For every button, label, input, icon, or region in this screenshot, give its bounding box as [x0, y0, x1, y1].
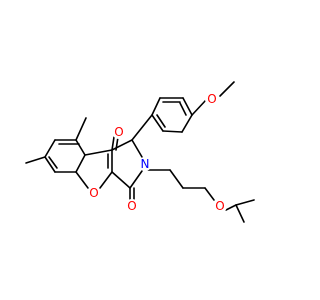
- atom-o-lactam: O: [127, 199, 136, 213]
- atom-o-ketone: O: [114, 125, 123, 139]
- atom-o-methoxy: O: [207, 92, 216, 106]
- bond-lines: [25, 81, 255, 223]
- atom-o-ether: O: [215, 199, 224, 213]
- atom-o-chromene: O: [89, 186, 98, 200]
- atom-n-ring: N: [141, 157, 150, 171]
- molecule-structure: O O N O O O: [25, 81, 255, 223]
- atom-labels: O O N O O O: [87, 92, 227, 213]
